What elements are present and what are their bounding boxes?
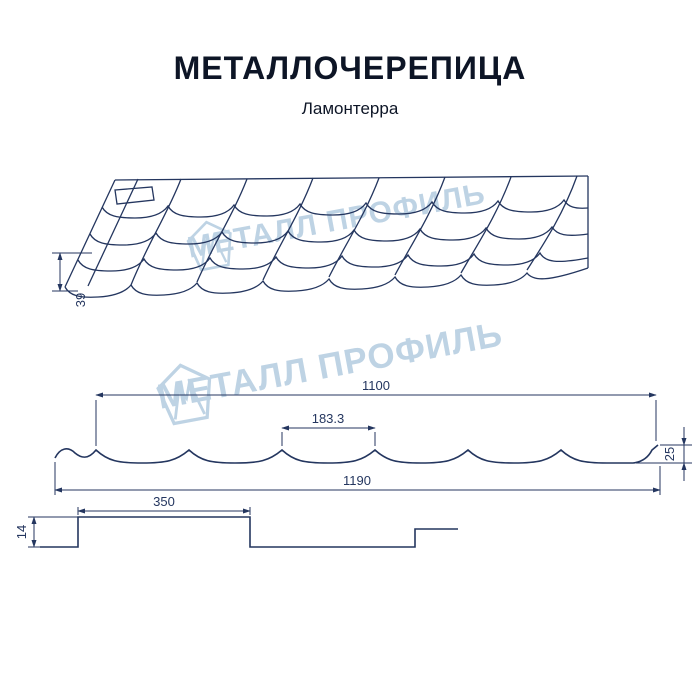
dimension-label-1100: 1100: [362, 378, 390, 393]
step-profile-line: [40, 516, 458, 548]
dimension-label-1190: 1190: [343, 473, 371, 488]
roof-perspective-drawing: 39: [52, 175, 589, 307]
metall-profil-logo-icon: [186, 220, 232, 272]
profile-curve: [54, 444, 659, 464]
dimension-label-14: 14: [14, 525, 29, 539]
step-profile-drawing: 350 14: [14, 494, 458, 548]
profile-cross-section-drawing: 1100 183.3 25 1190: [54, 378, 692, 495]
roof-tiles: [64, 175, 589, 298]
page-subtitle: Ламонтерра: [301, 99, 399, 118]
dimension-label-39: 39: [73, 293, 88, 307]
dimension-label-183-3: 183.3: [312, 411, 345, 426]
roof-dimension-39: [52, 252, 92, 292]
watermark-top: МЕТАЛЛ ПРОФИЛЬ: [185, 177, 488, 272]
step-dimensions: [28, 507, 251, 548]
profile-dimensions: [54, 392, 692, 495]
page-title: МЕТАЛЛОЧЕРЕПИЦА: [173, 50, 527, 86]
dimension-label-25: 25: [662, 447, 677, 461]
dimension-label-350: 350: [153, 494, 175, 509]
